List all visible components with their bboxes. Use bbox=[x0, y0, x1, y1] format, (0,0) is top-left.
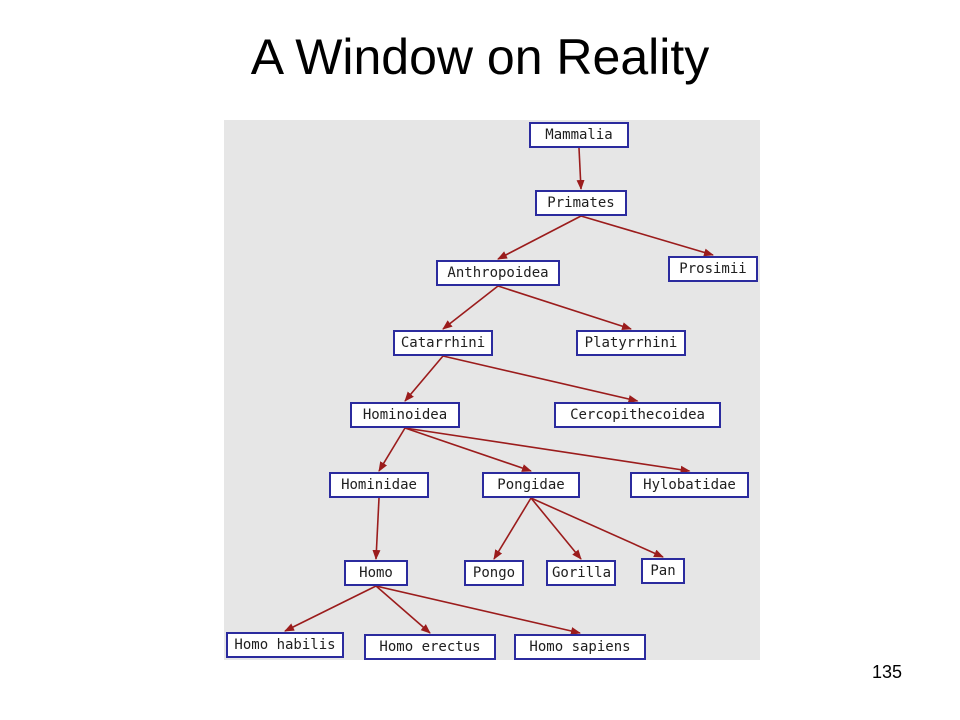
edge-anthropoidea-to-catarrhini bbox=[442, 285, 499, 330]
edge-pongidae-to-gorilla bbox=[530, 497, 582, 560]
taxon-node-hylobatidae: Hylobatidae bbox=[630, 472, 749, 498]
edge-hominoidea-to-pongidae bbox=[404, 427, 532, 472]
taxon-node-platyrrhini: Platyrrhini bbox=[576, 330, 686, 356]
edge-pongidae-to-pan bbox=[530, 497, 664, 558]
taxon-node-prosimii: Prosimii bbox=[668, 256, 758, 282]
taxon-node-anthropoidea: Anthropoidea bbox=[436, 260, 560, 286]
tree-edges bbox=[284, 147, 714, 635]
edge-mammalia-to-primates bbox=[576, 147, 585, 190]
taxon-node-cercopithecoidea: Cercopithecoidea bbox=[554, 402, 721, 428]
taxon-node-catarrhini: Catarrhini bbox=[393, 330, 493, 356]
edge-homo-to-homo-erectus bbox=[375, 585, 431, 634]
taxon-node-pan: Pan bbox=[641, 558, 685, 584]
edge-homo-to-homo-habilis bbox=[284, 585, 377, 632]
slide-title: A Window on Reality bbox=[250, 29, 710, 85]
edge-homo-to-homo-sapiens bbox=[375, 585, 581, 635]
taxon-node-gorilla: Gorilla bbox=[546, 560, 616, 586]
taxon-node-hominoidea: Hominoidea bbox=[350, 402, 460, 428]
edge-pongidae-to-pongo bbox=[493, 497, 532, 560]
taxon-node-hominidae: Hominidae bbox=[329, 472, 429, 498]
taxon-node-pongidae: Pongidae bbox=[482, 472, 580, 498]
taxon-node-homo-erectus: Homo erectus bbox=[364, 634, 496, 660]
edge-hominoidea-to-hominidae bbox=[378, 427, 406, 472]
page-number: 135 bbox=[871, 662, 902, 682]
edge-hominidae-to-homo bbox=[372, 497, 381, 560]
taxon-node-homo-sapiens: Homo sapiens bbox=[514, 634, 646, 660]
taxon-node-primates: Primates bbox=[535, 190, 627, 216]
edge-catarrhini-to-hominoidea bbox=[404, 355, 444, 402]
edge-primates-to-prosimii bbox=[580, 215, 714, 257]
taxon-node-mammalia: Mammalia bbox=[529, 122, 629, 148]
taxon-node-pongo: Pongo bbox=[464, 560, 524, 586]
edge-anthropoidea-to-platyrrhini bbox=[497, 285, 632, 331]
edge-primates-to-anthropoidea bbox=[497, 215, 582, 260]
taxon-node-homo-habilis: Homo habilis bbox=[226, 632, 344, 658]
taxon-node-homo: Homo bbox=[344, 560, 408, 586]
edge-hominoidea-to-hylobatidae bbox=[404, 427, 691, 474]
edge-catarrhini-to-cercopithecoidea bbox=[442, 355, 639, 403]
